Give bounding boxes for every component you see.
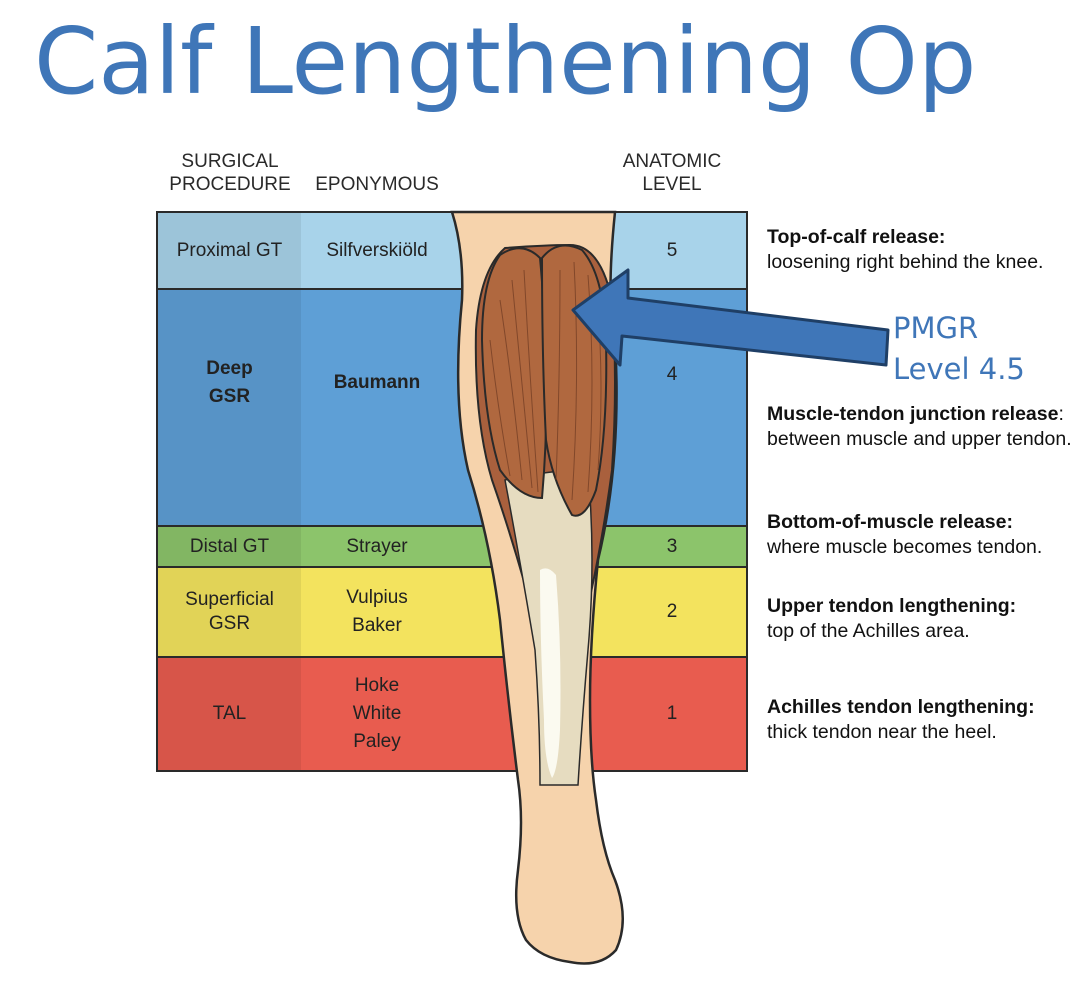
row-5-eponymous: Silfverskiöld xyxy=(326,239,428,261)
description-level-3-title: Bottom-of-muscle release: xyxy=(767,511,1013,533)
row-band-2 xyxy=(157,567,747,657)
page-title: Calf Lengthening Op xyxy=(34,8,977,115)
row-3-procedure: Distal GT xyxy=(189,535,270,557)
pmgr-arrow xyxy=(571,268,890,367)
pmgr-callout-line2: Level 4.5 xyxy=(893,352,1025,386)
row-4-level: 4 xyxy=(666,364,678,385)
column-header-eponymous: EPONYMOUS xyxy=(315,174,439,195)
row-band-1 xyxy=(157,657,747,771)
column-header-level: ANATOMIC LEVEL xyxy=(622,151,722,195)
row-1-procedure: TAL xyxy=(212,703,247,724)
row-3-level: 3 xyxy=(666,535,678,557)
description-level-1-title: Achilles tendon lengthening: xyxy=(767,696,1035,718)
pmgr-callout-line1: PMGR xyxy=(893,311,979,345)
row-5-procedure: Proximal GT xyxy=(176,239,283,261)
description-level-2: Upper tendon lengthening: top of the Ach… xyxy=(767,594,1077,644)
row-2-level: 2 xyxy=(666,601,678,622)
row-1-level: 1 xyxy=(666,703,678,724)
row-band-3 xyxy=(157,526,747,567)
description-level-1-text: thick tendon near the heel. xyxy=(767,721,997,743)
row-4-eponymous: Baumann xyxy=(333,372,421,393)
description-level-2-title: Upper tendon lengthening: xyxy=(767,595,1017,617)
pmgr-callout: PMGR Level 4.5 xyxy=(893,308,1025,390)
description-level-4-text: : between muscle and upper tendon. xyxy=(767,403,1072,450)
description-level-1: Achilles tendon lengthening: thick tendo… xyxy=(767,695,1077,745)
description-level-4: Muscle-tendon junction release: between … xyxy=(767,402,1077,452)
row-band-5 xyxy=(157,212,747,289)
description-level-3-text: where muscle becomes tendon. xyxy=(767,536,1043,558)
tendon-highlight xyxy=(540,568,561,778)
row-2-eponymous: Vulpius Baker xyxy=(346,587,408,636)
description-level-5: Top-of-calf release: loosening right beh… xyxy=(767,225,1077,275)
muscle-fibers xyxy=(489,261,602,501)
row-4-procedure: Deep GSR xyxy=(206,358,253,407)
row-5-level: 5 xyxy=(666,239,678,261)
description-level-3: Bottom-of-muscle release: where muscle b… xyxy=(767,510,1077,560)
row-3-eponymous: Strayer xyxy=(346,535,408,557)
procedure-column-shade xyxy=(157,212,301,771)
column-header-procedure: SURGICAL PROCEDURE xyxy=(169,151,291,195)
row-1-eponymous: Hoke White Paley xyxy=(352,675,402,752)
description-level-2-text: top of the Achilles area. xyxy=(767,620,970,642)
description-level-4-title: Muscle-tendon junction release xyxy=(767,403,1059,425)
description-level-5-title: Top-of-calf release: xyxy=(767,226,946,248)
row-2-procedure: Superficial GSR xyxy=(185,589,274,634)
description-level-5-text: loosening right behind the knee. xyxy=(767,251,1044,273)
